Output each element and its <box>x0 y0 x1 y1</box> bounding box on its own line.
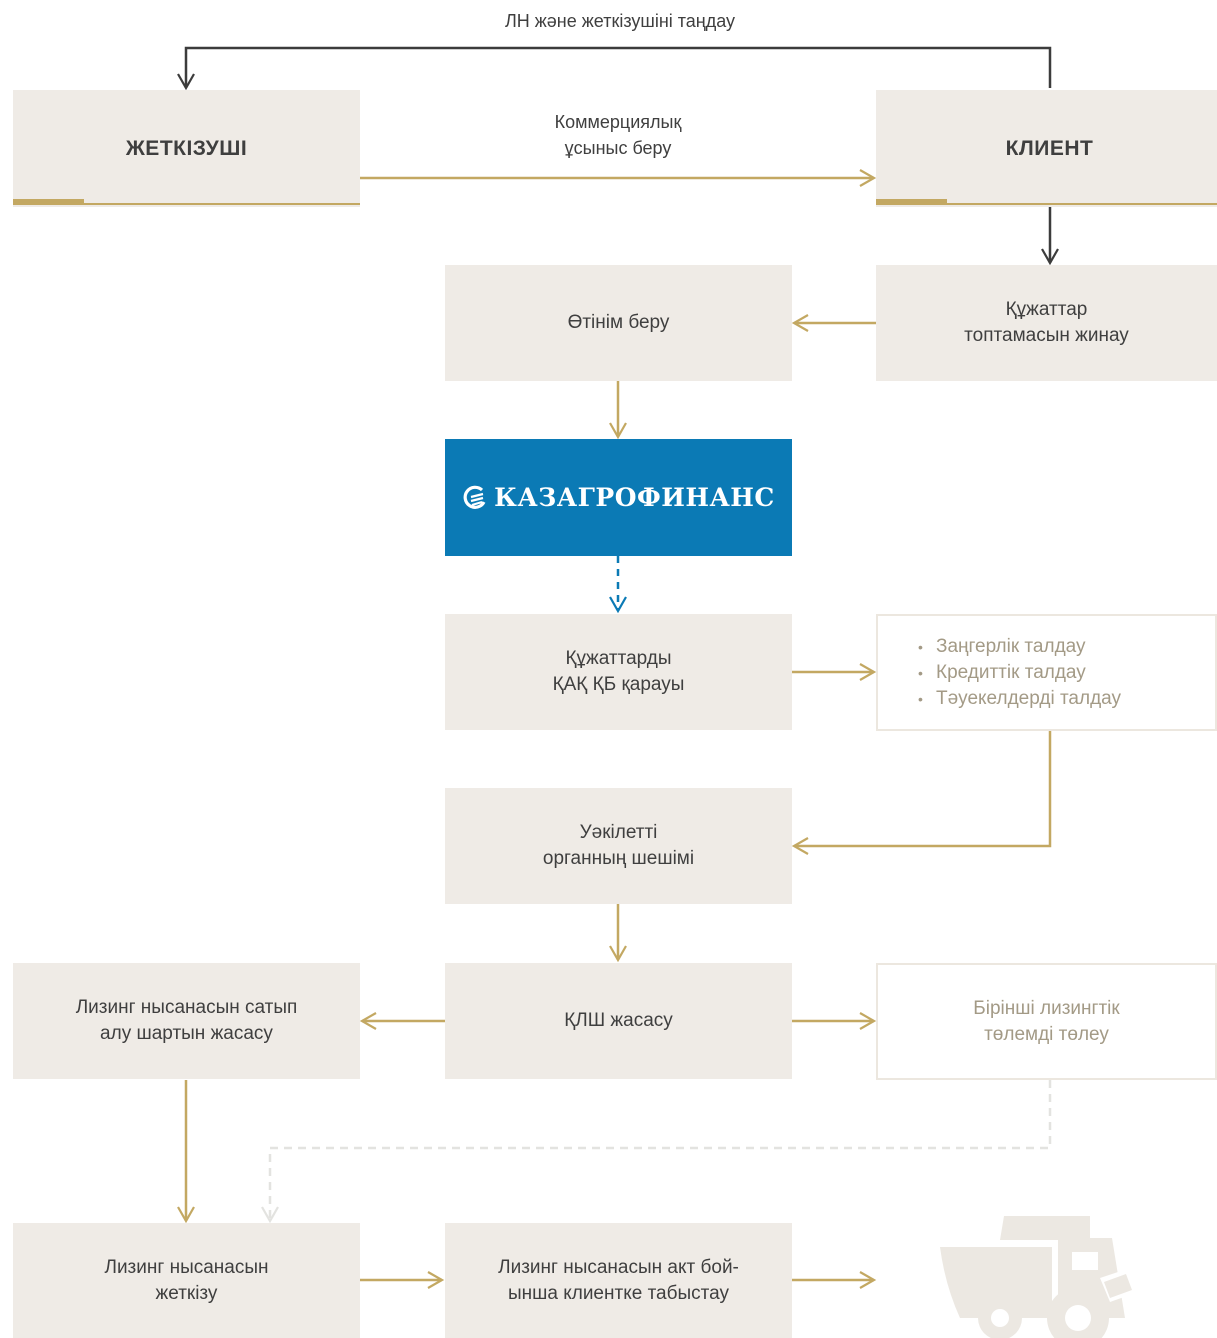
purchase-contract-label: Лизинг нысанасын сатып алу шартын жасасу <box>75 997 298 1044</box>
supplier-accent <box>13 199 84 205</box>
purchase-contract-box: Лизинг нысанасын сатып алу шартын жасасу <box>13 963 360 1079</box>
analysis-list: Заңгерлік талдау Кредиттік талдау Тәуеке… <box>916 634 1121 712</box>
first-payment-label: Бірінші лизингтік төлемді төлеу <box>973 997 1120 1045</box>
analysis-item-credit: Кредиттік талдау <box>916 660 1121 686</box>
collect-docs-box: Құжаттар топтамасын жинау <box>876 265 1217 381</box>
commercial-offer-label: Коммерциялық ұсыныс беру <box>554 112 682 158</box>
decision-label: Уәкілетті органның шешімі <box>542 822 695 869</box>
collect-docs-label: Құжаттар топтамасын жинау <box>964 299 1129 346</box>
analysis-item-risk: Тәуекелдерді талдау <box>916 686 1121 712</box>
handover-box: Лизинг нысанасын акт бой- ынша клиентке … <box>445 1223 792 1338</box>
decision-box: Уәкілетті органның шешімі <box>445 788 792 904</box>
supplier-underline <box>13 203 360 205</box>
arrow-payment-to-delivery <box>261 1080 1052 1224</box>
supplier-label: ЖЕТКІЗУШІ <box>125 136 248 160</box>
analysis-item-legal: Заңгерлік талдау <box>916 634 1121 660</box>
arrow-analysis-to-decision <box>791 731 1052 855</box>
submit-application-box: Өтінім беру <box>445 265 792 381</box>
delivery-label: Лизинг нысанасын жеткізу <box>104 1256 269 1304</box>
kazagrofinance-logo: КАЗАГРОФИНАНС <box>445 439 792 556</box>
review-docs-box: Құжаттарды ҚАҚ ҚБ қарауы <box>445 614 792 730</box>
first-payment-box: Бірінші лизингтік төлемді төлеу <box>876 963 1217 1080</box>
review-docs-label: Құжаттарды ҚАҚ ҚБ қарауы <box>552 648 685 695</box>
client-accent <box>876 199 947 205</box>
submit-application-label: Өтінім беру <box>567 312 670 333</box>
harvester-icon <box>940 1216 1138 1338</box>
delivery-box: Лизинг нысанасын жеткізу <box>13 1223 360 1338</box>
client-box: КЛИЕНТ <box>876 90 1217 207</box>
kazagrofinance-logo-text: КАЗАГРОФИНАНС <box>494 483 775 512</box>
client-underline <box>876 203 1217 205</box>
select-supplier-label: ЛН және жеткізушіні таңдау <box>504 11 736 31</box>
arrow-select-supplier <box>177 46 1052 91</box>
kazagrofinance-emblem-icon <box>463 485 486 509</box>
leasing-contract-box: ҚЛШ жасасу <box>445 963 792 1079</box>
client-label: КЛИЕНТ <box>1005 136 1094 160</box>
leasing-contract-label: ҚЛШ жасасу <box>564 1010 673 1031</box>
supplier-box: ЖЕТКІЗУШІ <box>13 90 360 207</box>
handover-label: Лизинг нысанасын акт бой- ынша клиентке … <box>498 1256 739 1304</box>
